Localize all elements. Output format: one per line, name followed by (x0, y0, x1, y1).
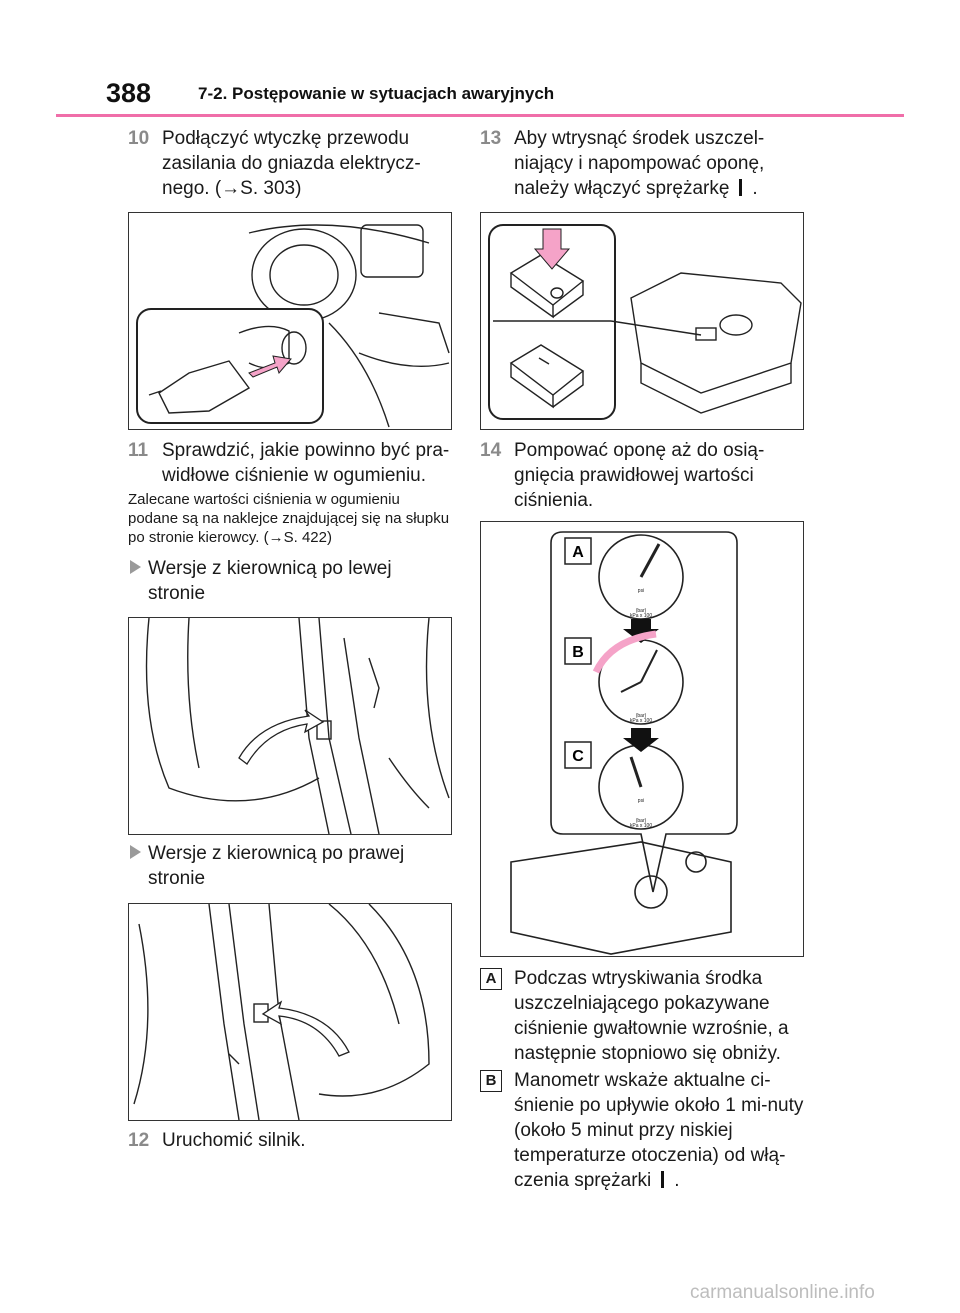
gauge-unit: (bar) (636, 818, 647, 824)
figure-pressure-gauges: A B C (bar) kPa x 100 (bar) kPa x 100 (b… (480, 521, 804, 957)
step-11: 11 Sprawdzić, jakie powinno być pra-widł… (128, 438, 458, 488)
legend-label-b: B (480, 1070, 502, 1092)
bullet-left-hand-drive: Wersje z kierownicą po lewej stronie (130, 556, 450, 606)
bullet-right-hand-drive: Wersje z kierownicą po prawej stronie (130, 841, 450, 891)
gauge-psi: psi (638, 798, 644, 804)
gauge-label-c: C (572, 748, 584, 765)
gauge-label-a: A (572, 544, 584, 561)
pressure-note: Zalecane wartości ciśnienia w ogumieniu … (128, 491, 450, 546)
gauge-sequence-illustration: A B C (bar) kPa x 100 (bar) kPa x 100 (b… (510, 531, 738, 955)
figure-lhd-pillar (128, 617, 452, 835)
gauge-unit2: kPa x 100 (630, 718, 652, 724)
gauge-label-b: B (572, 644, 584, 661)
figure-rhd-pillar (128, 903, 452, 1121)
figure-plug-socket (128, 212, 452, 430)
figure-compressor-switch (480, 212, 804, 430)
step-text: Podłączyć wtyczkę przewodu zasilania do … (162, 128, 421, 199)
bullet-triangle-icon (130, 560, 141, 574)
section-title: 7-2. Postępowanie w sytuacjach awaryjnyc… (198, 84, 555, 103)
page-number: 388 (106, 78, 152, 108)
door-pillar-illustration (145, 618, 450, 834)
legend-text: Manometr wskaże aktualne ci-śnienie po u… (514, 1068, 810, 1193)
step-text: Aby wtrysnąć środek uszczel-niający i na… (514, 126, 810, 201)
gauge-unit: (bar) (636, 713, 647, 719)
step-number: 10 (128, 128, 150, 149)
step-10: 10 Podłączyć wtyczkę przewodu zasilania … (128, 126, 458, 201)
plug-socket-illustration (136, 224, 450, 428)
legend-a: A Podczas wtryskiwania środka uszczelnia… (480, 966, 810, 1066)
switch-on-icon (661, 1171, 665, 1188)
gauge-unit: (bar) (636, 608, 647, 614)
step-14: 14 Pompować oponę aż do osią-gnięcia pra… (480, 438, 810, 513)
gauge-unit2: kPa x 100 (630, 613, 652, 619)
bullet-triangle-icon (130, 845, 141, 859)
step-13: 13 Aby wtrysnąć środek uszczel-niający i… (480, 126, 810, 201)
header-rule (56, 114, 904, 117)
step-12: 12 Uruchomić silnik. (128, 1128, 458, 1153)
legend-text-main: Manometr wskaże aktualne ci-śnienie po u… (514, 1070, 804, 1191)
gauge-psi: psi (638, 588, 644, 594)
legend-text-tail: . (674, 1170, 680, 1191)
legend-text: Podczas wtryskiwania środka uszczelniają… (514, 968, 789, 1064)
legend-label-a: A (480, 968, 502, 990)
step-text: Sprawdzić, jakie powinno być pra-widłowe… (162, 440, 450, 486)
door-pillar-illustration (133, 904, 430, 1120)
switch-on-icon (739, 179, 743, 196)
gauge-unit2: kPa x 100 (630, 823, 652, 829)
step-text-main: Aby wtrysnąć środek uszczel-niający i na… (514, 128, 765, 199)
compressor-switch-illustration (488, 224, 802, 420)
step-number: 14 (480, 440, 502, 461)
bullet-text: Wersje z kierownicą po prawej stronie (148, 843, 405, 889)
bullet-text: Wersje z kierownicą po lewej stronie (148, 558, 392, 604)
step-number: 11 (128, 440, 149, 461)
step-number: 13 (480, 128, 502, 149)
legend-b: B Manometr wskaże aktualne ci-śnienie po… (480, 1068, 810, 1193)
step-text-tail: . (752, 178, 758, 199)
step-number: 12 (128, 1130, 150, 1151)
step-text: Uruchomić silnik. (162, 1130, 306, 1151)
watermark: carmanualsonline.info (690, 1282, 875, 1303)
step-text: Pompować oponę aż do osią-gnięcia prawid… (514, 440, 765, 511)
